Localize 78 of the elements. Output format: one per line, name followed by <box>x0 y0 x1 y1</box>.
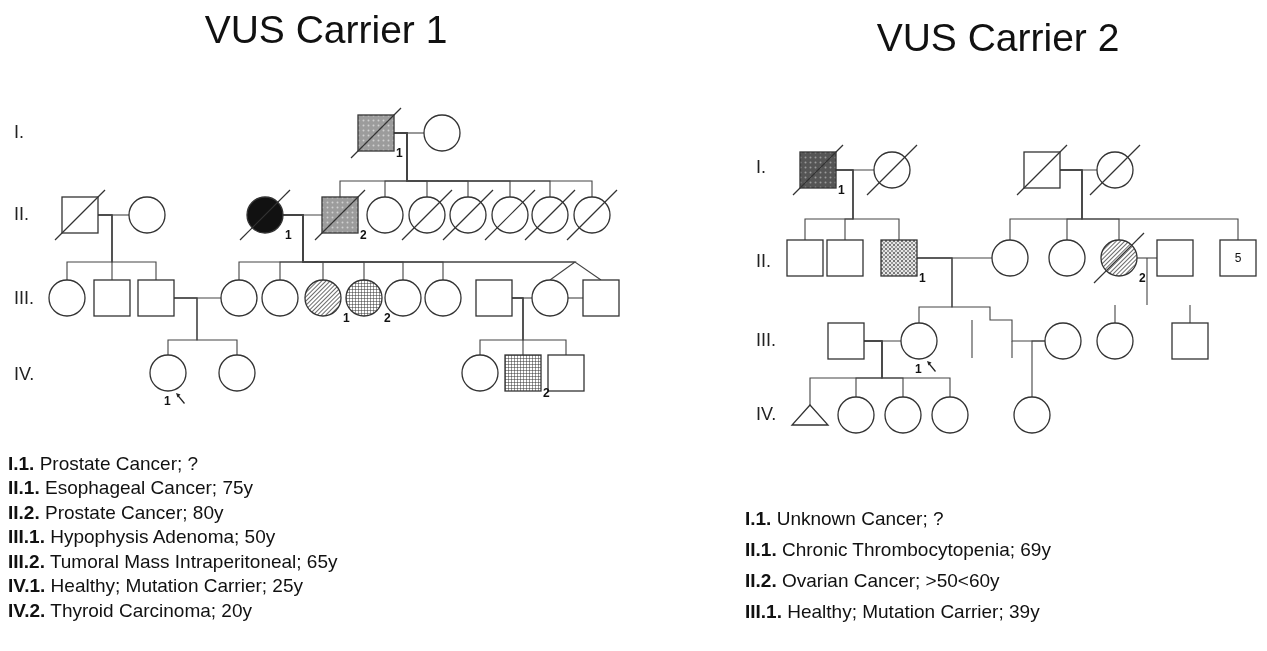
pedigree-line <box>393 132 593 198</box>
case-note: III.2. Tumoral Mass Intraperitoneal; 65y <box>8 551 338 573</box>
female-symbol <box>992 240 1028 276</box>
male-symbol <box>505 355 541 391</box>
male-symbol <box>787 240 823 276</box>
case-note: III.1. Healthy; Mutation Carrier; 39y <box>745 601 1040 623</box>
female-symbol <box>262 280 298 316</box>
male-symbol <box>881 240 917 276</box>
female-symbol <box>462 355 498 391</box>
pedigree-line <box>1031 340 1046 398</box>
deceased-female-symbol <box>867 145 917 195</box>
female-symbol <box>1049 240 1085 276</box>
male-symbol <box>476 280 512 316</box>
case-note: I.1. Unknown Cancer; ? <box>745 508 944 530</box>
generation-label: III. <box>14 288 34 309</box>
female-symbol <box>425 280 461 316</box>
generation-label: I. <box>14 122 24 143</box>
case-note: II.1. Esophageal Cancer; 75y <box>8 477 254 499</box>
individual-number: 2 <box>543 387 550 399</box>
generation-label: IV. <box>756 404 777 425</box>
case-note: II.1. Chronic Thrombocytopenia; 69y <box>745 539 1051 561</box>
generation-label: I. <box>756 157 766 178</box>
case-note: III.1. Hypophysis Adenoma; 50y <box>8 526 276 548</box>
case-note: II.2. Prostate Cancer; 80y <box>8 502 224 524</box>
female-symbol <box>838 397 874 433</box>
individual-number: 1 <box>838 184 845 196</box>
individual-number: 1 <box>396 147 403 159</box>
deceased-male-symbol <box>1017 145 1067 195</box>
deceased-female-symbol <box>1094 233 1144 283</box>
female-symbol <box>1014 397 1050 433</box>
individual-number: 1 <box>164 395 171 407</box>
individual-number: 2 <box>1139 272 1146 284</box>
male-symbol <box>827 240 863 276</box>
generation-label: IV. <box>14 364 35 385</box>
female-symbol <box>367 197 403 233</box>
female-symbol <box>305 280 341 316</box>
female-symbol <box>49 280 85 316</box>
case-note: IV.1. Healthy; Mutation Carrier; 25y <box>8 575 303 597</box>
deceased-male-symbol <box>351 108 401 158</box>
individual-number: 2 <box>360 229 367 241</box>
female-symbol <box>424 115 460 151</box>
deceased-female-symbol <box>1090 145 1140 195</box>
deceased-female-symbol <box>402 190 452 240</box>
case-note: I.1. Prostate Cancer; ? <box>8 453 199 475</box>
female-symbol <box>532 280 568 316</box>
case-note: IV.2. Thyroid Carcinoma; 20y <box>8 600 252 622</box>
male-symbol <box>94 280 130 316</box>
female-symbol <box>901 323 937 359</box>
female-symbol <box>221 280 257 316</box>
male-symbol <box>548 355 584 391</box>
male-symbol <box>583 280 619 316</box>
deceased-male-symbol <box>55 190 105 240</box>
male-symbol <box>1172 323 1208 359</box>
female-symbol <box>219 355 255 391</box>
male-symbol <box>138 280 174 316</box>
individual-number: 1 <box>343 312 350 324</box>
female-symbol <box>932 397 968 433</box>
male-symbol <box>1157 240 1193 276</box>
female-symbol <box>1097 323 1133 359</box>
deceased-female-symbol <box>240 190 290 240</box>
male-symbol <box>828 323 864 359</box>
pedigree-title: VUS Carrier 2 <box>875 16 1121 60</box>
individual-number: 2 <box>384 312 391 324</box>
generation-label: II. <box>14 204 29 225</box>
case-note: II.2. Ovarian Cancer; >50<60y <box>745 570 1000 592</box>
individual-number: 1 <box>919 272 926 284</box>
generation-label: II. <box>756 251 771 272</box>
deceased-male-symbol <box>315 190 365 240</box>
deceased-male-symbol <box>793 145 843 195</box>
female-symbol <box>129 197 165 233</box>
pedigree-title: VUS Carrier 1 <box>203 8 449 52</box>
female-symbol <box>150 355 186 391</box>
individual-number: 1 <box>285 229 292 241</box>
female-symbol <box>885 397 921 433</box>
generation-label: III. <box>756 330 776 351</box>
individual-number: 1 <box>915 363 922 375</box>
individual-box: 5 <box>1220 240 1256 276</box>
female-symbol <box>1045 323 1081 359</box>
